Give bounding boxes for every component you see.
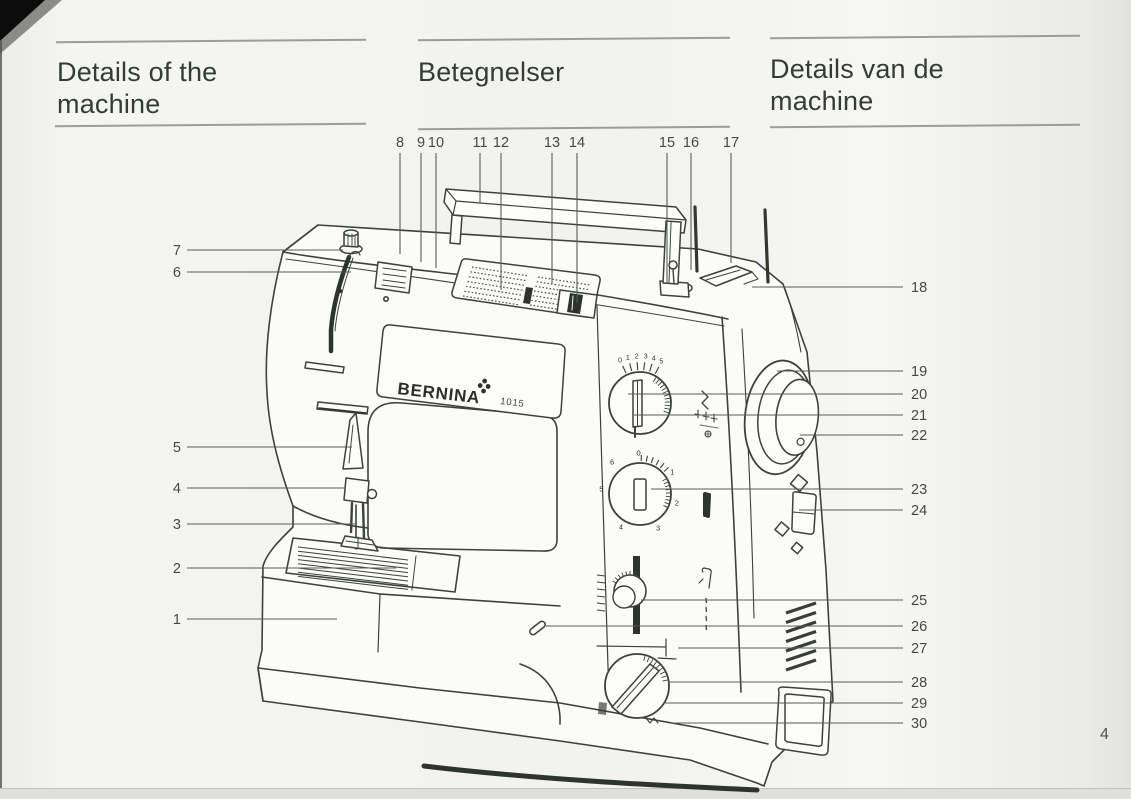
dial-scale-number: 3 [644,354,648,361]
handle-post-left [450,215,462,244]
callout-number: 17 [723,135,739,151]
callout-number: 22 [911,428,927,444]
callout-number: 7 [173,243,181,259]
callout-number: 24 [911,503,927,519]
callout-number: 11 [472,135,487,151]
base-handhold-inner [785,694,824,746]
thread-guide-dot [338,289,342,293]
callout-number: 21 [911,408,927,424]
callout-number: 28 [911,675,927,691]
spool-cap-top [344,230,358,236]
bobbin-winder-spindle [669,261,677,269]
dial-tick [665,405,671,406]
buttonhole-knob-inner [613,586,635,608]
callout-number: 13 [544,135,560,151]
callout-number: 3 [173,517,181,533]
callout-number: 16 [683,135,699,151]
dash-mark [706,607,707,612]
handle-post-right [663,221,681,284]
callout-number: 30 [911,716,927,732]
callout-number: 12 [493,135,509,151]
page-number: 4 [1100,726,1109,744]
dial-scale-number: 2 [635,353,639,360]
spool-pin-left [695,207,697,271]
dial-scale-number: 3 [656,523,660,532]
dial-tick [637,362,638,370]
callout-number: 1 [173,612,181,628]
callout-number: 6 [173,265,181,281]
pattern-gray-mark [598,702,607,715]
dial-scale-number: 5 [659,358,663,365]
callout-number: 10 [428,135,444,151]
callout-number: 2 [173,561,181,577]
callout-number: 23 [911,482,927,498]
dial-scale-number: 6 [610,457,614,466]
bobbin-winder-stem [673,269,674,284]
callout-number: 15 [659,135,675,151]
dial-scale-number: 2 [675,499,679,508]
dial-scale-number: 1 [626,355,630,362]
callout-number: 9 [417,135,425,151]
callout-number: 26 [911,619,927,635]
callout-number: 18 [911,280,927,296]
needle-clamp [344,478,369,503]
dial-scale-number: 4 [652,355,656,362]
dash-mark [706,616,707,621]
callout-number: 19 [911,364,927,380]
dial-scale-number: 0 [618,358,622,365]
front-slot [703,492,711,518]
callout-number: 25 [911,593,927,609]
callout-number: 4 [173,481,181,497]
callout-number: 14 [569,135,585,151]
callout-number: 29 [911,696,927,712]
base-bottom-shadow [424,766,757,790]
callout-number: 5 [173,440,181,456]
callout-number: 27 [911,641,927,657]
dial-scale-number: 4 [619,522,623,531]
dial-scale-number: 0 [636,449,640,458]
dial-scale-number: 1 [670,468,674,477]
callout-number: 20 [911,387,927,403]
needle-clamp-screw [368,490,377,499]
tension-window [375,262,412,293]
callout-number: 8 [396,135,404,151]
dial-scale-number: 5 [599,485,603,494]
stitch-length-grip [634,479,646,510]
